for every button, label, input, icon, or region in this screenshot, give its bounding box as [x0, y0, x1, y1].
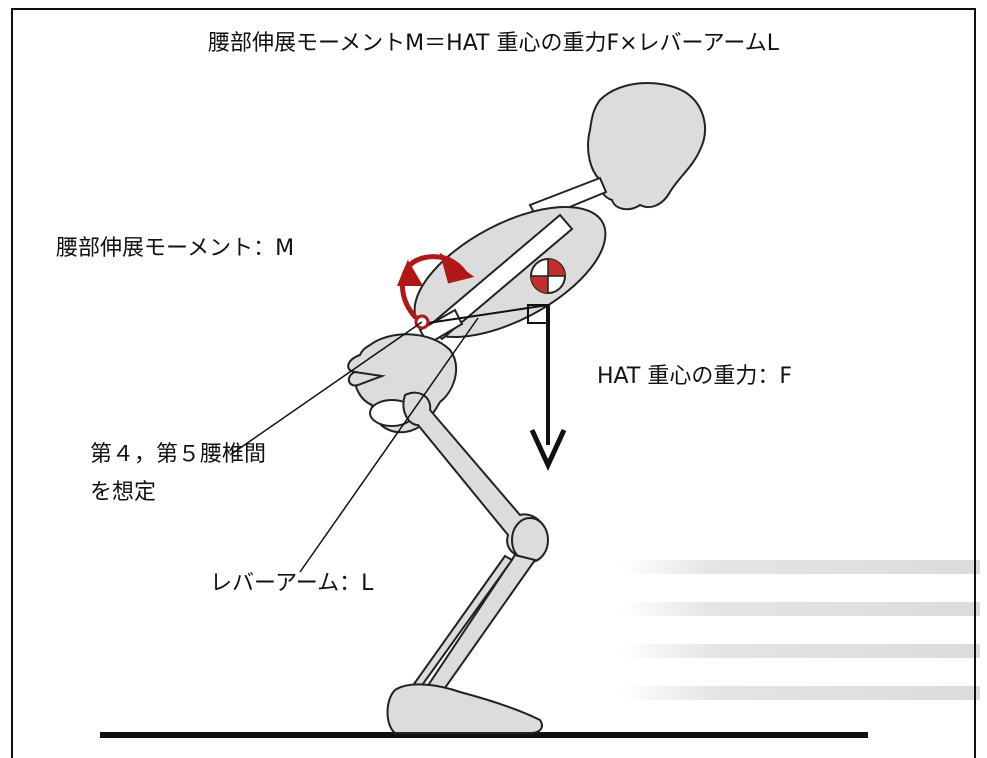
l4-l5-label-line2: を想定 [90, 480, 157, 505]
skeleton-figure [347, 82, 706, 734]
fibula [412, 554, 514, 690]
down-arrow-icon [529, 305, 567, 472]
l4-l5-label: 第４，第５腰椎間 を想定 [90, 436, 266, 512]
gravity-label: HAT 重心の重力：F [597, 364, 792, 389]
lever-arm-label: レバーアーム：L [210, 571, 374, 596]
moment-label: 腰部伸展モーメント：M [56, 236, 295, 261]
background-text-block [620, 560, 980, 728]
center-of-gravity-icon [530, 258, 566, 294]
l4-l5-label-line1: 第４，第５腰椎間 [90, 442, 267, 467]
curved-arrow-icon [397, 252, 475, 320]
foot [386, 683, 543, 734]
skull [587, 82, 706, 211]
leader-line-l45 [229, 321, 423, 456]
figure-title: 腰部伸展モーメントM＝HAT 重心の重力F×レバーアームL [208, 31, 779, 56]
arm [347, 370, 386, 387]
leader-line-lever [299, 317, 479, 573]
figure-frame [11, 8, 976, 758]
tibia [423, 553, 537, 697]
